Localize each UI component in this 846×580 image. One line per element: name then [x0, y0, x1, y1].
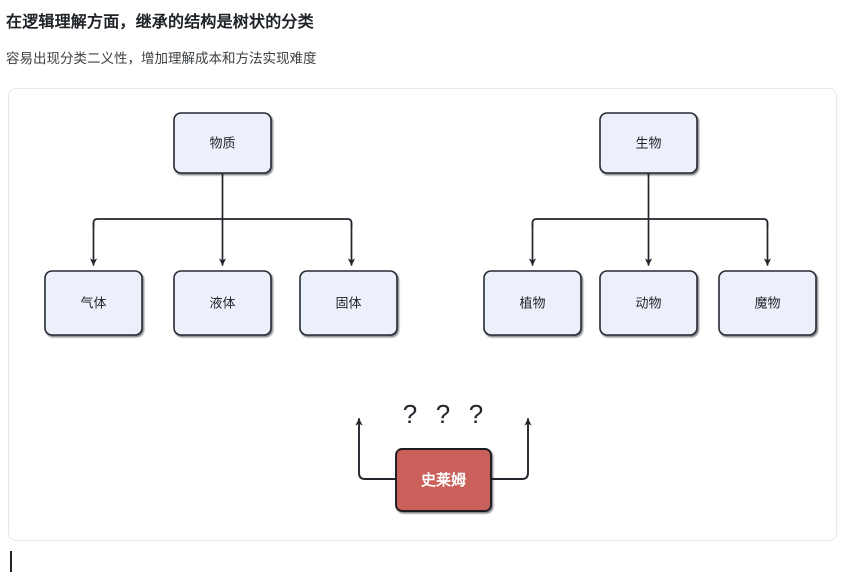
life-root-box[interactable] — [599, 112, 698, 174]
page-title: 在逻辑理解方面，继承的结构是树状的分类 — [6, 14, 314, 31]
matter-child-liquid-box[interactable] — [173, 270, 272, 336]
matter-child-solid-box[interactable] — [299, 270, 398, 336]
life-child-monster-label: 魔物 — [754, 295, 780, 310]
life-child-animal-node[interactable]: 动物 — [599, 270, 698, 336]
life-child-monster-node[interactable]: 魔物 — [718, 270, 817, 336]
diagram-card: 物质 气体 液体 固体 生物 植物 — [8, 88, 837, 541]
life-root-label: 生物 — [635, 135, 661, 150]
life-child-plant-label: 植物 — [519, 295, 545, 310]
matter-child-solid-node[interactable]: 固体 — [299, 270, 398, 336]
slime-node[interactable]: 史莱姆 — [395, 448, 492, 512]
life-child-plant-box[interactable] — [483, 270, 582, 336]
matter-child-gas-box[interactable] — [44, 270, 143, 336]
matter-tree-connectors — [89, 172, 356, 266]
question-mark-icon-1: ? — [403, 399, 417, 429]
matter-child-gas-label: 气体 — [80, 295, 106, 310]
matter-root-label: 物质 — [209, 135, 235, 150]
matter-child-gas-node[interactable]: 气体 — [44, 270, 143, 336]
life-bus-connector — [531, 218, 769, 228]
matter-child-solid-label: 固体 — [335, 295, 361, 310]
ambiguity-connectors — [355, 418, 532, 480]
slime-node-box[interactable] — [395, 448, 492, 512]
life-child-plant-node[interactable]: 植物 — [483, 270, 582, 336]
question-marks-group: ? ? ? — [403, 399, 483, 429]
question-mark-icon-2: ? — [436, 399, 450, 429]
question-mark-icon-3: ? — [469, 399, 483, 429]
inheritance-tree-diagram: 物质 气体 液体 固体 生物 植物 — [44, 112, 817, 512]
life-child-animal-label: 动物 — [635, 295, 661, 310]
matter-root-node[interactable]: 物质 — [173, 112, 272, 174]
life-tree-connectors — [528, 172, 772, 266]
matter-root-box[interactable] — [173, 112, 272, 174]
life-child-animal-box[interactable] — [599, 270, 698, 336]
ambiguity-arrow-left — [355, 418, 397, 480]
slime-node-label: 史莱姆 — [421, 471, 466, 489]
life-child-monster-box[interactable] — [718, 270, 817, 336]
ambiguity-arrow-right — [490, 418, 532, 480]
text-caret — [10, 551, 12, 572]
matter-child-liquid-label: 液体 — [209, 295, 235, 310]
page-subtitle: 容易出现分类二义性，增加理解成本和方法实现难度 — [6, 51, 317, 66]
matter-child-liquid-node[interactable]: 液体 — [173, 270, 272, 336]
life-root-node[interactable]: 生物 — [599, 112, 698, 174]
